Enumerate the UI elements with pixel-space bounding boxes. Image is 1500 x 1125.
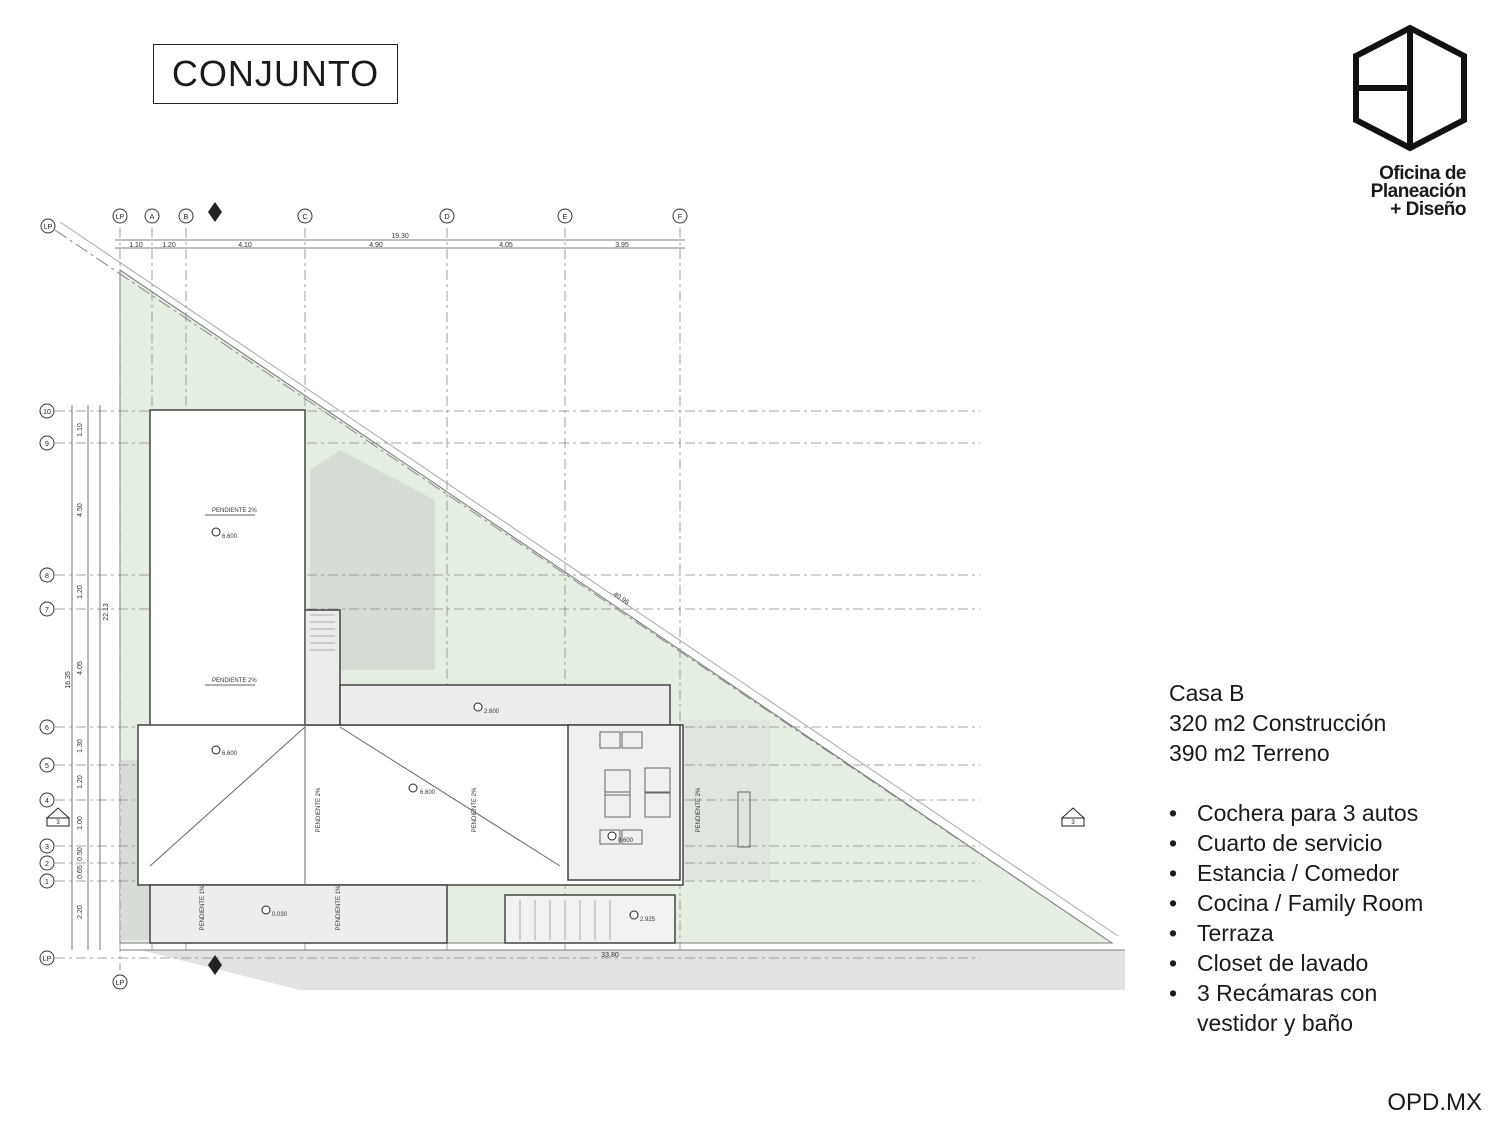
slope-label: PENDIENTE 2% (212, 678, 257, 684)
dim-label: 4.05 (77, 661, 84, 675)
grid-label: 9 (45, 441, 49, 448)
list-item: Cuarto de servicio (1169, 828, 1423, 858)
dim-label: 16.35 (65, 671, 72, 689)
section-tag: 3 (1071, 820, 1075, 826)
level-label: 6.600 (222, 751, 238, 757)
grid-bubble (178, 208, 194, 224)
grid-label: 3 (45, 844, 49, 851)
grid-bubble (672, 208, 688, 224)
site-plan-drawing: LP A B C D E F LP 10 9 8 7 6 5 4 3 2 1 L… (39, 202, 1125, 990)
dim-label: 0.50 (77, 847, 84, 861)
dim-label: 1.10 (77, 423, 84, 437)
construction-area: 320 m2 Construcción (1169, 710, 1387, 736)
footer-website[interactable]: OPD.MX (1387, 1089, 1482, 1116)
grid-label: B (184, 214, 189, 221)
list-item: Estancia / Comedor (1169, 858, 1423, 888)
grid-bubble (439, 208, 455, 224)
grid-label: A (150, 214, 155, 221)
section-tag: 3 (56, 820, 60, 826)
list-item-continuation: vestidor y baño (1197, 1010, 1353, 1036)
grid-label: 4 (45, 798, 49, 805)
logo-wordmark: Oficina de Planeación + Diseño (1340, 163, 1467, 220)
logo-line: Planeación (1370, 181, 1467, 202)
logo-line: Oficina de (1379, 163, 1466, 184)
list-item: Terraza (1169, 918, 1423, 948)
grid-label: 8 (45, 573, 49, 580)
dim-label: 1.00 (77, 816, 84, 830)
slope-label: PENDIENTE 1% (336, 885, 342, 930)
grid-label: LP (116, 214, 125, 221)
feature-list: Cochera para 3 autos Cuarto de servicio … (1169, 798, 1423, 1038)
dim-label: 22.13 (103, 603, 110, 621)
level-label: 0.030 (272, 912, 288, 918)
dim-label: 19.30 (391, 233, 409, 240)
dim-label: 3.95 (615, 242, 629, 249)
dim-label: 4.10 (238, 242, 252, 249)
grid-label: 10 (43, 409, 51, 416)
slope-label: PENDIENTE 2% (472, 787, 478, 832)
grid-label: C (302, 214, 307, 221)
slope-label: PENDIENTE 2% (696, 787, 702, 832)
grid-label: E (563, 214, 568, 221)
page-title: CONJUNTO (153, 44, 398, 104)
slope-label: PENDIENTE 2% (212, 508, 257, 514)
slope-label: PENDIENTE 2% (316, 787, 322, 832)
logo-line: + Diseño (1390, 199, 1466, 220)
grid-label: LP (116, 980, 125, 987)
list-item: Cocina / Family Room (1169, 888, 1423, 918)
grid-bubble (144, 208, 160, 224)
level-label: 6.600 (420, 790, 436, 796)
dim-label: 0.65 (77, 865, 84, 879)
level-label: 6.600 (222, 534, 238, 540)
grid-label: 5 (45, 763, 49, 770)
grid-bubble (557, 208, 573, 224)
list-item: Cochera para 3 autos (1169, 798, 1423, 828)
grid-bubble (297, 208, 313, 224)
project-name: Casa B (1169, 680, 1245, 706)
dim-label: 4.05 (499, 242, 513, 249)
dim-label: 1.20 (77, 775, 84, 789)
grid-label: LP (43, 956, 52, 963)
dim-label: 1.30 (77, 739, 84, 753)
dim-label: 1.20 (77, 585, 84, 599)
dim-label: 4.90 (369, 242, 383, 249)
hexagon-house-icon (1353, 24, 1467, 152)
level-label: 2.925 (640, 917, 656, 923)
dim-label: 4.50 (77, 503, 84, 517)
grid-label: 6 (45, 725, 49, 732)
grid-label: 7 (45, 607, 49, 614)
land-area: 390 m2 Terreno (1169, 740, 1330, 766)
dim-label: 1.20 (162, 242, 176, 249)
level-label: 0.600 (618, 838, 634, 844)
list-item: 3 Recámaras con (1169, 978, 1423, 1008)
slope-label: PENDIENTE 1% (200, 885, 206, 930)
grid-label: 2 (45, 861, 49, 868)
list-item: Closet de lavado (1169, 948, 1423, 978)
dim-label: 1.10 (129, 242, 143, 249)
grid-bubble (112, 208, 128, 224)
grid-label: F (678, 214, 682, 221)
level-label: 2.600 (484, 709, 500, 715)
dim-label: 33.80 (601, 952, 619, 959)
dim-label: 2.20 (77, 905, 84, 919)
grid-label: LP (44, 224, 53, 231)
grid-label: D (444, 214, 449, 221)
project-info: Casa B 320 m2 Construcción 390 m2 Terren… (1169, 678, 1423, 1038)
dim-label: 40.96 (612, 591, 631, 607)
grid-label: 1 (45, 879, 49, 886)
